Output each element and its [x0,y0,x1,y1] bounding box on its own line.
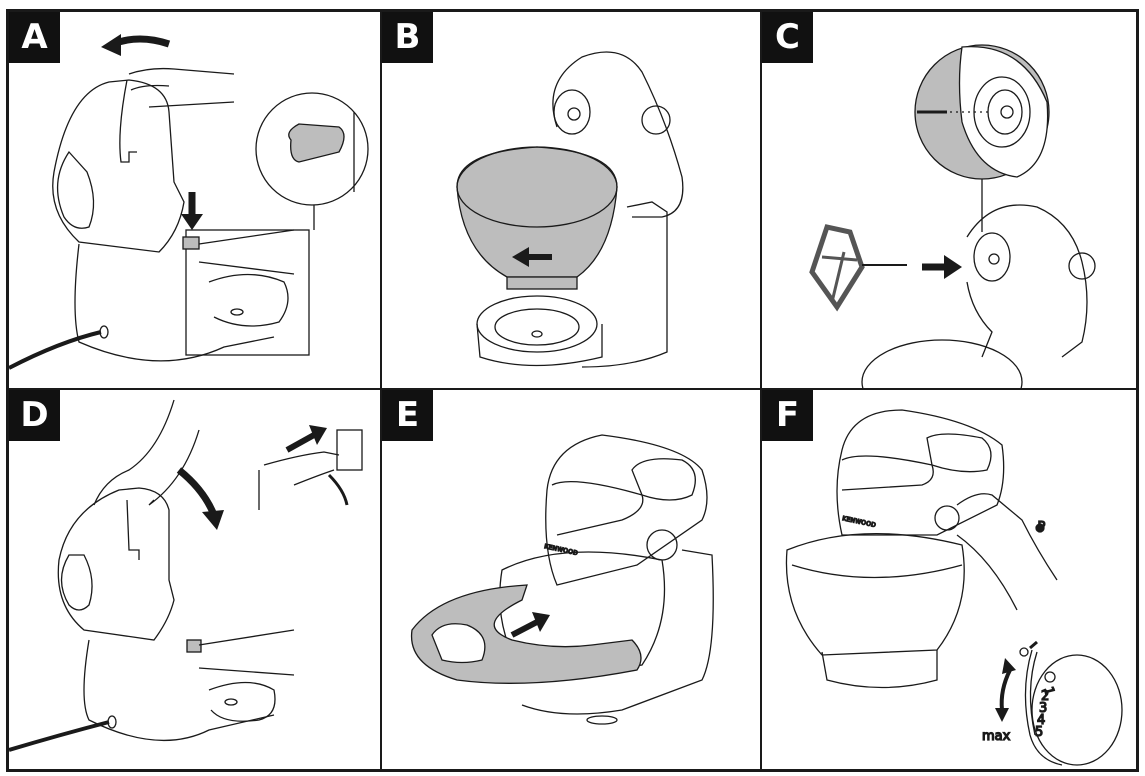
panel-f-badge: F [762,390,813,441]
double-arrow-icon [999,669,1012,711]
power-cord [9,720,110,752]
attachment-outlet [553,89,591,135]
panel-d-badge: D [9,390,60,441]
panel-c: C [762,12,1139,388]
instruction-sheet: A B [6,9,1139,772]
panel-d-illustration [9,399,363,752]
divider-vertical-2 [760,12,762,769]
mixer-head [552,51,684,218]
panel-c-badge: C [762,12,813,63]
mixer-body [83,639,275,742]
beater-icon [809,224,865,312]
bowl [499,551,666,681]
panel-b-illustration [456,51,684,368]
speed-dial [646,529,678,561]
panel-f-illustration: KENWOOD P max 1 2 3 4 5 [785,409,1123,766]
hand-on-dial [956,493,1058,611]
brand-label: KENWOOD [842,515,877,529]
curved-arrow-down-icon [176,467,218,517]
dial-speed-3: 3 [1039,701,1047,716]
panel-b-badge: B [382,12,433,63]
dial-max-label: max [982,729,1011,744]
speed-dial [641,105,671,135]
bowl [785,533,965,656]
divider-vertical-1 [380,12,382,769]
mixer-body [74,243,275,362]
power-cord [9,330,102,370]
mixer-column [581,201,668,368]
curved-arrow-left-icon-head [101,34,121,56]
speed-dial [1068,252,1096,280]
panel-a-badge: A [9,12,60,63]
hand-top [93,399,200,506]
speed-dial-icon [1031,654,1123,766]
speed-dial [934,505,960,531]
curved-arrow-left-icon [111,35,171,48]
panel-e: E KENWOOD [382,390,760,769]
mixer-head [545,434,708,586]
mixer-head [57,487,175,641]
pulse-label: P [1038,520,1046,535]
mixer-head [52,79,185,253]
panel-e-illustration: KENWOOD [410,434,714,725]
mixer-column [521,549,714,715]
panel-d: D [9,390,380,769]
panel-a-illustration [9,34,369,370]
detail-box [185,229,310,356]
wall-socket-icon [336,429,363,471]
panel-f: F KENWOOD P max 1 [762,390,1139,769]
panel-b: B [382,12,760,388]
bowl [861,339,1023,388]
release-lever-detail-icon [255,92,369,206]
panel-a: A [9,12,380,388]
hand-top [128,67,235,108]
mixer-head [966,204,1088,358]
panel-e-badge: E [382,390,433,441]
pulse-icon [1035,523,1045,533]
arrow-up-right-icon [510,619,539,638]
dial-speed-5: 5 [1035,725,1043,740]
arrow-up-right-icon [285,432,316,453]
dial-speed-4: 4 [1037,713,1045,728]
mixer-head [836,409,1005,536]
panel-c-illustration [809,44,1096,388]
dial-speed-2: 2 [1041,689,1049,704]
divider-horizontal [9,388,1136,390]
